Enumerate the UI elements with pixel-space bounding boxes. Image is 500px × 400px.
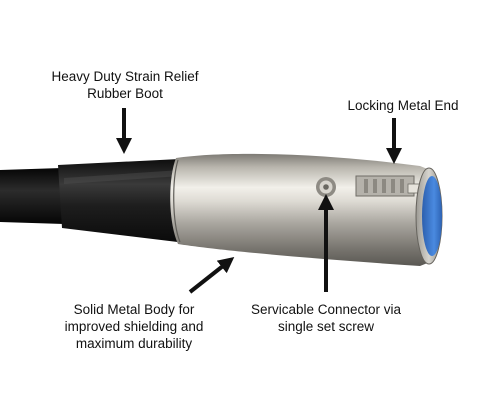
- metal-body-label-line2: improved shielding and: [64, 319, 204, 334]
- cable: [0, 168, 64, 224]
- strain-relief-label-line1: Heavy Duty Strain Relief: [51, 69, 199, 84]
- set-screw: [316, 177, 336, 197]
- metal-body: [170, 153, 430, 266]
- metal-body-label-line3: maximum durability: [75, 336, 193, 351]
- arrow-metal-body: [188, 257, 235, 294]
- set-screw-label-line2: single set screw: [277, 319, 375, 334]
- strain-relief-label-line2: Rubber Boot: [87, 86, 163, 101]
- metal-body-label-line1: Solid Metal Body for: [73, 302, 195, 317]
- locking-end-label: Locking Metal End: [330, 97, 476, 114]
- strain-relief-label: Heavy Duty Strain Relief Rubber Boot: [34, 68, 216, 102]
- metal-body-label: Solid Metal Body for improved shielding …: [44, 301, 224, 352]
- latch-ridges: [364, 179, 404, 193]
- set-screw-label-line1: Servicable Connector via: [250, 302, 402, 317]
- contact-insert: [422, 176, 442, 256]
- locking-end-label-line1: Locking Metal End: [347, 98, 459, 113]
- set-screw-label: Servicable Connector via single set scre…: [238, 301, 414, 335]
- boot-highlight: [64, 170, 181, 184]
- body-seam: [173, 159, 181, 243]
- strain-relief-boot: [58, 159, 186, 243]
